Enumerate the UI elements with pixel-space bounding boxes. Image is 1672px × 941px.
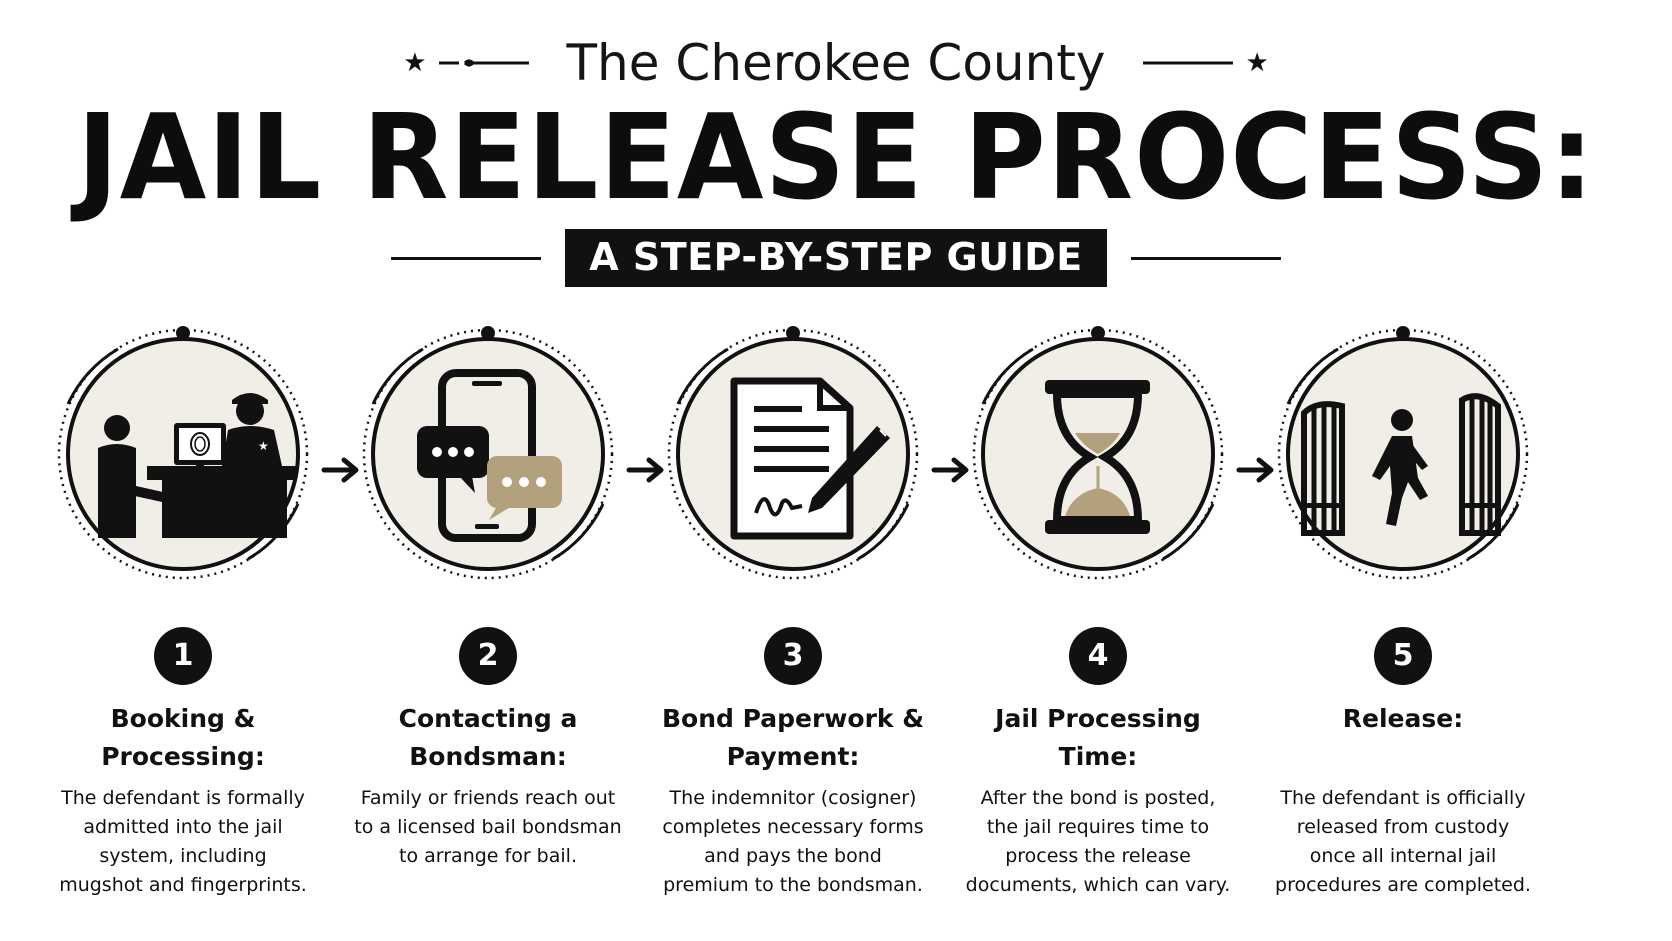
step-description-line: to arrange for bail. [399, 845, 577, 867]
step-title: Release: [1258, 700, 1548, 738]
svg-text:★: ★ [258, 439, 269, 453]
step-title-line: Booking & [110, 704, 256, 733]
step-title: Bond Paperwork & Payment: [648, 700, 938, 776]
step-description: The indemnitor (cosigner) completes neces… [648, 784, 938, 900]
step-number-badge: 3 [764, 627, 822, 685]
step-title-line: Contacting a [398, 704, 578, 733]
divider [1130, 256, 1281, 260]
arrow-right-icon [321, 457, 359, 483]
step-title-line: Bondsman: [409, 742, 567, 771]
step-description-line: premium to the bondsman. [663, 874, 923, 896]
step-number-badge: 1 [154, 627, 212, 685]
step-title-line: Time: [1058, 742, 1138, 771]
guide-banner: A STEP-BY-STEP GUIDE [565, 229, 1107, 287]
step-title-line: Processing: [101, 742, 265, 771]
step-title: Contacting a Bondsman: [343, 700, 633, 776]
step-description-line: once all internal jail [1309, 845, 1497, 867]
step-description: Family or friends reach out to a licensed… [343, 784, 633, 871]
page-title: JAIL RELEASE PROCESS: [76, 89, 1596, 227]
step-description-line: mugshot and fingerprints. [59, 874, 307, 896]
step-circle [362, 326, 614, 580]
step-description-line: The indemnitor (cosigner) [669, 787, 917, 809]
step-title-line: Jail Processing [995, 704, 1201, 733]
step-description-line: released from custody [1296, 816, 1510, 838]
subtitle-row: ★ The Cherokee County ★ [0, 28, 1672, 98]
step-title-line: Release: [1342, 704, 1464, 733]
step-title-line: Bond Paperwork & [661, 704, 925, 733]
step-circle [1277, 326, 1529, 580]
step-circle [667, 326, 919, 580]
arrow-right-icon [626, 457, 664, 483]
arrow-right-icon [931, 457, 969, 483]
header: ★ The Cherokee County ★ JAIL RELEASE PRO… [0, 0, 1672, 300]
step-description-line: documents, which can vary. [965, 874, 1231, 896]
step-description-line: system, including [99, 845, 267, 867]
document-pen-icon [730, 377, 890, 540]
step-description: The defendant is formally admitted into t… [38, 784, 328, 900]
left-ornament: ★ [403, 48, 529, 78]
step-description-line: procedures are completed. [1275, 874, 1531, 896]
divider [391, 256, 542, 260]
step-description-line: Family or friends reach out [360, 787, 616, 809]
step-number-badge: 2 [459, 627, 517, 685]
guide-row: A STEP-BY-STEP GUIDE [0, 228, 1672, 288]
step-description-line: process the release [1005, 845, 1191, 867]
phone-chat-icon [417, 369, 562, 542]
step-description-line: completes necessary forms [662, 816, 924, 838]
step-description-line: to a licensed bail bondsman [354, 816, 622, 838]
step-description-line: The defendant is officially [1280, 787, 1526, 809]
arrow-right-icon [1236, 457, 1274, 483]
step-number-badge: 5 [1374, 627, 1432, 685]
step-number-badge: 4 [1069, 627, 1127, 685]
step-description: After the bond is posted, the jail requir… [953, 784, 1243, 900]
booking-desk-icon: ★ [98, 393, 297, 538]
step-description-line: admitted into the jail [83, 816, 283, 838]
right-rule-line [1143, 61, 1234, 65]
star-icon: ★ [403, 48, 427, 78]
step-description-line: the jail requires time to [986, 816, 1210, 838]
step-description-line: and pays the bond [704, 845, 882, 867]
left-rule-line [438, 59, 529, 67]
step-title: Booking & Processing: [38, 700, 328, 776]
step-description-line: After the bond is posted, [980, 787, 1216, 809]
step-circle [972, 326, 1224, 580]
right-ornament: ★ [1143, 48, 1269, 78]
star-icon: ★ [1245, 48, 1269, 78]
gate-walking-person-icon [1301, 393, 1501, 536]
step-description: The defendant is officially released from… [1258, 784, 1548, 900]
step-description-line: The defendant is formally [61, 787, 305, 809]
page-subtitle: The Cherokee County [566, 34, 1106, 92]
step-title-line: Payment: [726, 742, 860, 771]
hourglass-icon [1045, 380, 1150, 534]
step-circle: ★ [57, 326, 309, 580]
